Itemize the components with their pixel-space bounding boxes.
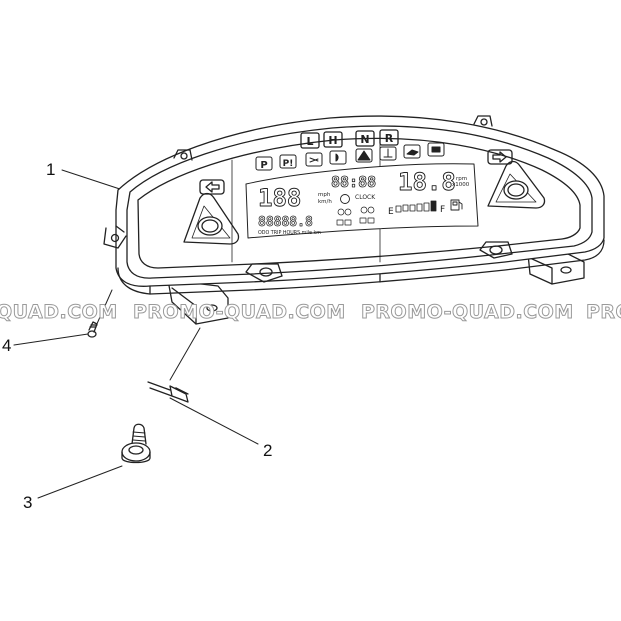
clock-label: CLOCK: [355, 194, 376, 201]
speed-units: mph: [318, 192, 331, 198]
gear-letter-r: R: [385, 132, 394, 145]
leader-line-4: [13, 333, 89, 346]
warning-triangle-icon: [355, 148, 373, 163]
gear-box-h: [323, 131, 343, 148]
part-2-bulb-connector: [147, 381, 189, 403]
leader-line-2-up: [169, 327, 201, 381]
leader-line-3: [37, 465, 123, 499]
park-brake-icon: [279, 154, 297, 169]
low-beam-icon: [329, 150, 347, 165]
rpm-multiplier: x1000: [452, 182, 470, 188]
odometer-digits: 88888.8: [258, 215, 313, 230]
warning-indicator-row: P P!: [255, 142, 445, 171]
speed-units-alt: km/h: [318, 199, 332, 205]
speed-digits: 188: [258, 184, 301, 212]
fuel-gauge-bar: [395, 200, 437, 213]
gear-box-n: [355, 130, 375, 147]
svg-text:P: P: [260, 160, 267, 171]
watermark-right: PROMO-QUAD.COM: [361, 301, 574, 323]
mounting-lug-top-left: [173, 149, 193, 161]
rpm-digits: 18.8: [398, 168, 456, 196]
parking-icon: [255, 156, 273, 171]
right-turn-arrow-icon: [487, 149, 513, 165]
clock-digits: 88:88: [331, 173, 376, 191]
watermark-fragment-left: QUAD.COM: [0, 301, 118, 323]
gear-letter-h: H: [328, 134, 337, 147]
gear-indicator-row: L H N R: [300, 129, 399, 149]
mounting-lug-bottom-center: [245, 263, 283, 283]
gear-letter-l: L: [306, 135, 313, 148]
gear-box-l: [300, 132, 320, 149]
callout-2: 2: [263, 441, 273, 460]
mounting-lug-top-right: [473, 115, 493, 127]
coolant-temp-icon: [379, 146, 397, 161]
svg-text:P!: P!: [283, 159, 294, 169]
high-beam-icon: [305, 152, 323, 167]
watermark-fragment-right: PRO: [585, 301, 621, 323]
callout-4: 4: [2, 336, 12, 355]
lcd-panel: 188 mph km/h 88:88 CLOCK 18.8 rpm x1000 …: [245, 163, 479, 239]
small-status-icons: [336, 206, 375, 226]
watermark-center: PROMO-QUAD.COM: [133, 301, 346, 323]
gear-letter-n: N: [360, 133, 369, 146]
part-4-small-screw: [87, 321, 98, 338]
clock-icon: [340, 194, 350, 204]
mounting-bracket-left: [167, 279, 229, 325]
fuel-pump-icon: [450, 199, 463, 211]
mounting-lug-bottom-right: [479, 241, 513, 259]
left-turn-arrow-icon: [199, 179, 225, 195]
odometer-modes: ODO TRIP HOURS mile km: [258, 230, 321, 236]
oil-pressure-icon: [403, 144, 421, 159]
rpm-label: rpm: [456, 176, 467, 182]
battery-icon: [427, 142, 445, 157]
mode-button-left: [183, 192, 240, 245]
fuel-full-label: F: [440, 205, 445, 215]
callout-3: 3: [23, 493, 33, 512]
fuel-empty-label: E: [388, 207, 394, 217]
mode-button-right: [487, 160, 546, 209]
callout-1: 1: [46, 160, 56, 179]
part-3-bolt: [121, 423, 151, 464]
gear-box-r: [379, 129, 399, 146]
mounting-lug-left: [103, 225, 127, 249]
leader-line-2: [169, 397, 259, 445]
leader-line-4-up: [95, 289, 113, 327]
